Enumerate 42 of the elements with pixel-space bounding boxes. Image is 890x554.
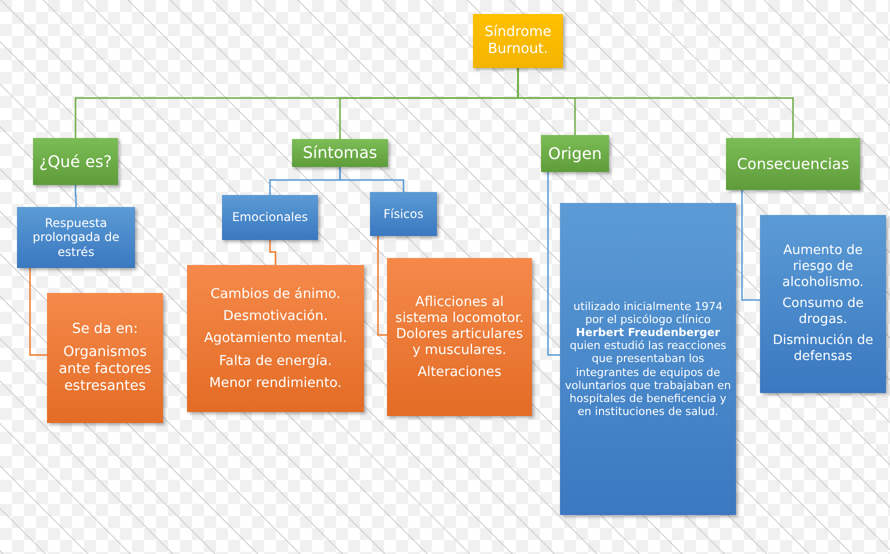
category-box (33, 138, 118, 185)
node-text: Organismos ante factores estresantes (58, 344, 152, 395)
connector-line (74, 185, 77, 207)
node-text: Consecuencias (736, 155, 850, 173)
info-box (222, 195, 318, 240)
connector-line (517, 68, 794, 138)
node-text: Respuesta prolongada de estrés (32, 216, 120, 260)
node-text: Consumo de drogas. (781, 296, 865, 328)
info-box (17, 207, 135, 268)
node-text: Disminución de defensas (772, 333, 874, 365)
connector-line (269, 240, 276, 265)
connector-line (29, 268, 47, 356)
info-box (560, 203, 736, 515)
detail-box (387, 258, 532, 416)
connector-line (741, 190, 760, 301)
connector-line (339, 167, 404, 192)
node-text: Desmotivación. (223, 308, 328, 324)
category-box (726, 138, 860, 190)
node-text: Emocionales (232, 210, 308, 225)
node-text: Síntomas (302, 143, 378, 163)
node-text: Menor rendimiento. (209, 374, 342, 391)
node-text: Síndrome Burnout. (484, 24, 552, 58)
connector-line (377, 236, 387, 336)
node-text: Agotamiento mental. (204, 330, 347, 347)
node-text: Se da en: (72, 321, 138, 338)
detail-box (187, 265, 364, 412)
node-text: Falta de energía. (219, 352, 332, 369)
category-box (541, 135, 609, 172)
node-text: Aflicciones al sistema locomotor. Dolores articulares y musculares. (394, 294, 525, 358)
title-box (473, 14, 563, 68)
connector-line (547, 172, 560, 356)
node-text: Cambios de ánimo. (210, 286, 340, 302)
node-text: ¿Qué es? (39, 152, 112, 172)
node-text: Origen (548, 144, 602, 164)
node-text: utilizado inicialmente 1974 por el psicólogo clínico Herbert Freudenberger quien estudió las reacciones que presentaban los integrantes de equipos de voluntarios que trabajaban en hospitales de beneficencia y en instituciones de salud. (564, 300, 732, 418)
info-box (760, 215, 886, 393)
info-box (370, 192, 437, 236)
category-box (292, 139, 388, 167)
node-text: Alteraciones (418, 364, 502, 380)
node-text: Aumento de riesgo de alcoholismo. (781, 243, 865, 290)
detail-box (47, 293, 163, 423)
node-text: Físicos (383, 206, 424, 222)
